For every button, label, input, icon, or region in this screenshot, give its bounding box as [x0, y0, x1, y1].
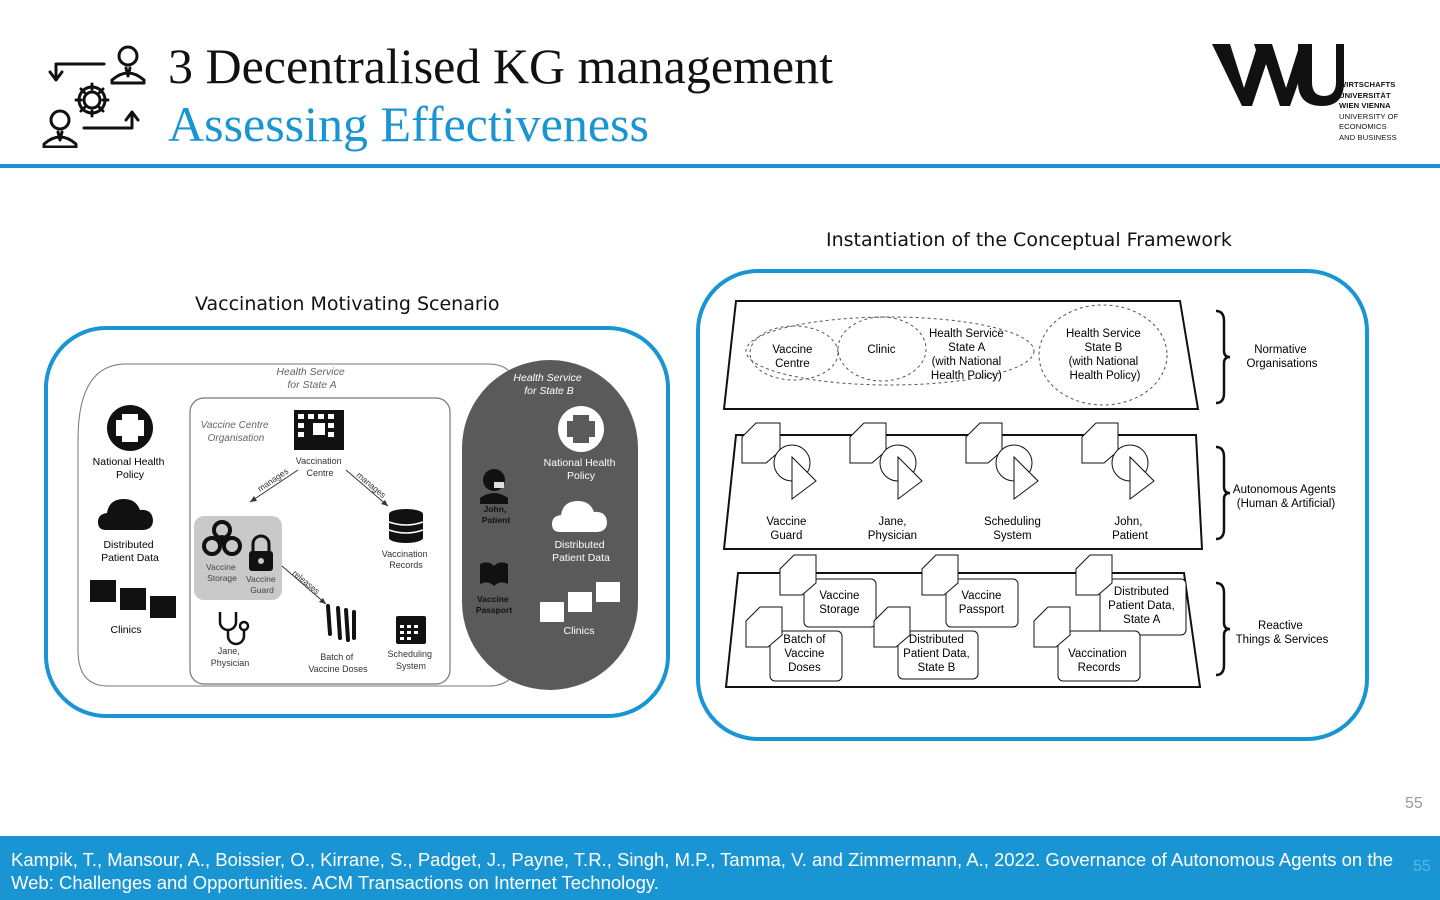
- svg-text:Vaccine Centre Cli: Vaccine Centre Clinic Health Service Sta…: [772, 328, 1144, 382]
- vaccine-passport-book-icon: [480, 562, 508, 586]
- patient-data-b-cloud-icon: [552, 501, 607, 532]
- stethoscope-icon: [218, 612, 250, 646]
- reactive-label: Reactive: [1258, 620, 1303, 632]
- vaccination-records-database-icon: [388, 509, 424, 543]
- state-b-title: Health Service: [513, 372, 581, 384]
- vaccine-centre-org-box: [189, 397, 451, 685]
- left-diagram-caption: Vaccination Motivating Scenario: [195, 293, 500, 315]
- vaccine-centre-org-label: Vaccine Centre: [201, 420, 269, 431]
- state-a-title: Health Service: [276, 366, 344, 378]
- wu-logo-text: WIRTSCHAFTS UNIVERSITÄT WIEN VIENNA UNIV…: [1339, 80, 1399, 142]
- svg-text:John, Patient: John, Patient: [482, 504, 511, 525]
- state-b-region: [462, 360, 638, 690]
- right-diagram-caption: Instantiation of the Conceptual Framewor…: [826, 229, 1232, 251]
- svg-text:Vaccine Storage Va: Vaccine Storage Vaccine Passport Distrib…: [783, 586, 1178, 674]
- agents-label: Autonomous Agents: [1233, 484, 1336, 496]
- citation-footer: Kampik, T., Mansour, A., Boissier, O., K…: [0, 836, 1440, 900]
- svg-text:Scheduling System: Scheduling System: [387, 649, 434, 671]
- svg-text:Clinics: Clinics: [564, 625, 595, 637]
- svg-text:Jane, Physician: Jane, Physician: [211, 646, 250, 668]
- svg-text:Distributed Patient Data: Distributed Patient Data: [552, 539, 610, 564]
- svg-text:Distributed Patient Data: Distributed Patient Data: [101, 539, 159, 564]
- people-gear-cycle-icon: [42, 45, 146, 148]
- patient-masked-icon: [480, 469, 508, 504]
- page-number: 55: [1405, 795, 1423, 812]
- svg-text:Batch of Vaccine Doses: Batch of Vaccine Doses: [308, 652, 368, 674]
- svg-text:National Health Policy: National Health Policy: [93, 456, 168, 481]
- framework-diagram: Vaccine Centre Clinic Health Service Sta…: [722, 300, 1339, 688]
- wu-logo: WIRTSCHAFTS UNIVERSITÄT WIEN VIENNA UNIV…: [1212, 42, 1412, 146]
- framework-frame: Vaccine Centre Clinic Health Service Sta…: [696, 269, 1369, 741]
- footer-page-number: 55: [1413, 858, 1431, 875]
- clinics-b-icon: [540, 582, 620, 622]
- svg-text:Vaccination Centre: Vaccination Centre: [296, 456, 344, 478]
- calendar-icon: [396, 616, 426, 644]
- svg-text:Health Service for State: Health Service for State A: [276, 366, 347, 391]
- slide-title: 3 Decentralised KG management: [168, 38, 834, 94]
- svg-text:Clinics: Clinics: [111, 624, 142, 636]
- normative-layer: [722, 300, 1200, 410]
- svg-text:Vaccine Passport: Vaccine Passport: [476, 594, 513, 615]
- slide-subtitle: Assessing Effectiveness: [168, 96, 649, 152]
- biohazard-icon: [202, 520, 242, 556]
- vaccination-centre-building-icon: [294, 410, 344, 450]
- svg-text:National Health Policy: National Health Policy: [544, 457, 619, 482]
- syringes-icon: [326, 604, 356, 642]
- national-health-policy-b-icon: [558, 406, 604, 452]
- wu-logo-mark: [1212, 44, 1344, 106]
- clinics-a-icon: [90, 580, 176, 618]
- svg-text:Vaccination Records: Vaccination Records: [382, 549, 430, 570]
- svg-text:Vaccine Centre Organisat: Vaccine Centre Organisation: [201, 420, 272, 444]
- svg-text:Vaccine Guard Jane: Vaccine Guard Jane, Physician Scheduling…: [766, 516, 1148, 542]
- svg-text:Vaccine Guard: Vaccine Guard: [246, 574, 278, 595]
- scenario-frame: Health Service for State A Health Servic…: [44, 326, 670, 718]
- normative-label: Normative: [1254, 344, 1306, 356]
- svg-text:Autonomous Agents (Human: Autonomous Agents (Human & Artificial): [1233, 484, 1339, 510]
- scenario-diagram: Health Service for State A Health Servic…: [77, 360, 638, 690]
- svg-text:Normative Organisations: Normative Organisations: [1247, 344, 1318, 370]
- svg-text:Reactive Things & Servic: Reactive Things & Services: [1236, 620, 1329, 646]
- citation-text: Kampik, T., Mansour, A., Boissier, O., K…: [11, 849, 1394, 893]
- patient-data-a-cloud-icon: [98, 499, 153, 530]
- svg-text:Vaccine Storage: Vaccine Storage: [206, 562, 238, 583]
- national-health-policy-a-icon: [107, 405, 153, 451]
- header-rule: [0, 164, 1440, 168]
- svg-text:Health Service for State: Health Service for State B: [513, 372, 584, 397]
- padlock-icon: [249, 534, 273, 571]
